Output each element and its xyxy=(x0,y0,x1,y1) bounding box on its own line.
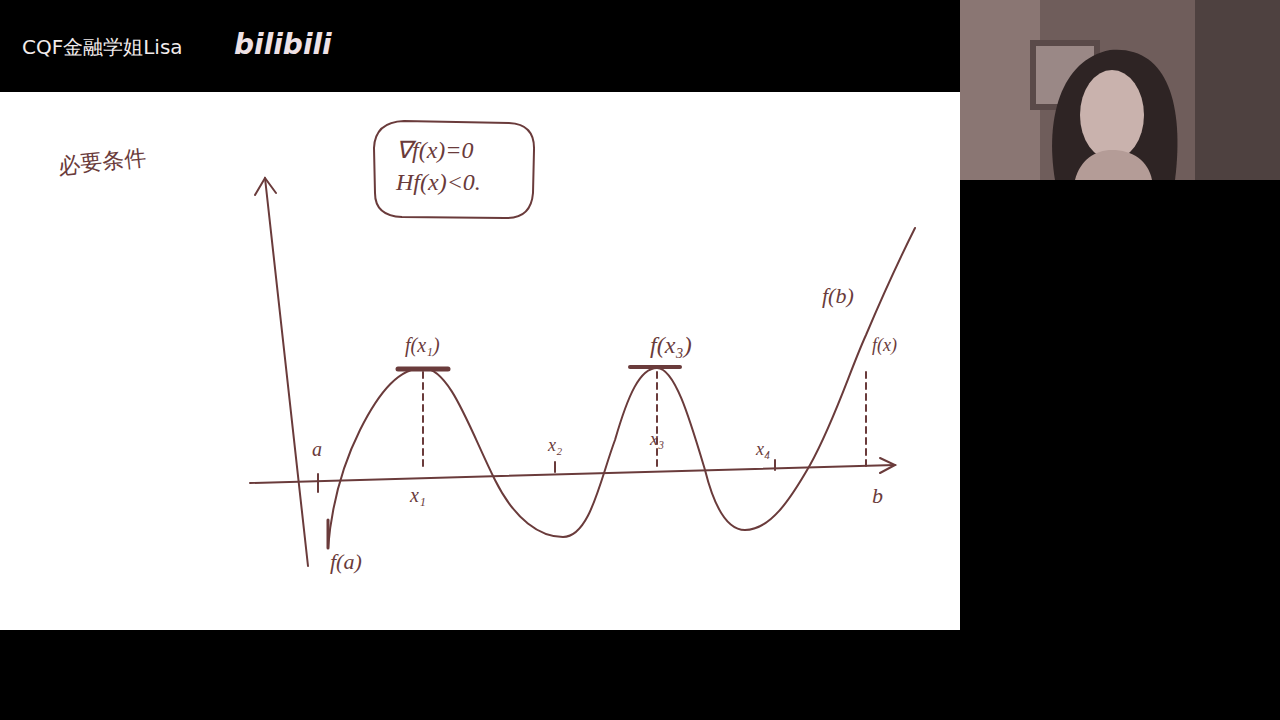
x-axis xyxy=(250,465,895,483)
value-label: f(x₃) xyxy=(650,332,692,358)
start-mark xyxy=(327,520,330,548)
axis-label: x₃ xyxy=(650,430,664,450)
value-label-holder: f(x₃) xyxy=(650,332,692,358)
axis-label: x₁ xyxy=(410,484,426,506)
axis-label-holder: a xyxy=(312,438,322,460)
dashed-guide xyxy=(422,372,424,470)
condition-box: ∇f(x)=0Hf(x)<0. xyxy=(372,118,537,221)
tangent-mark xyxy=(398,367,448,372)
dashed-guide xyxy=(865,372,867,466)
webcam-view xyxy=(960,0,1280,180)
function-curve xyxy=(328,228,915,548)
tick xyxy=(774,460,776,470)
axis-label-holder: b xyxy=(872,484,883,508)
condition-text: Hf(x)<0. xyxy=(396,166,521,198)
channel-watermark-holder: CQF金融学姐Lisa xyxy=(22,36,183,58)
tick xyxy=(317,474,319,492)
rounded-outline xyxy=(374,121,534,218)
y-axis xyxy=(265,178,308,566)
x-axis-arrow xyxy=(880,458,895,473)
value-label: f(x) xyxy=(872,336,897,356)
axis-label-holder: x₂ xyxy=(548,436,562,456)
axis-label: a xyxy=(312,438,322,460)
dashed-guide xyxy=(656,372,658,466)
graph xyxy=(250,178,915,566)
site-watermark-holder: bilibili xyxy=(234,30,332,61)
value-label: f(a) xyxy=(330,550,362,574)
axis-label-holder: x₁ xyxy=(410,484,426,506)
whiteboard xyxy=(0,92,960,630)
tick xyxy=(554,462,556,472)
axis-label-holder: x₃ xyxy=(650,430,664,450)
site-watermark: bilibili xyxy=(234,30,332,61)
value-label-holder: f(b) xyxy=(822,284,854,308)
value-label-holder: f(a) xyxy=(330,550,362,574)
condition-text: ∇f(x)=0 xyxy=(396,134,521,166)
axis-label: x₂ xyxy=(548,436,562,456)
value-label: f(x₁) xyxy=(405,334,440,356)
axis-label: x₄ xyxy=(756,440,770,460)
value-label: f(b) xyxy=(822,284,854,308)
value-label-holder: f(x) xyxy=(872,336,897,356)
y-axis-arrow xyxy=(255,178,276,195)
axis-label-holder: x₄ xyxy=(756,440,770,460)
axis-label: b xyxy=(872,484,883,508)
tangent-mark xyxy=(630,365,680,369)
value-label-holder: f(x₁) xyxy=(405,334,440,356)
channel-watermark: CQF金融学姐Lisa xyxy=(22,36,183,58)
